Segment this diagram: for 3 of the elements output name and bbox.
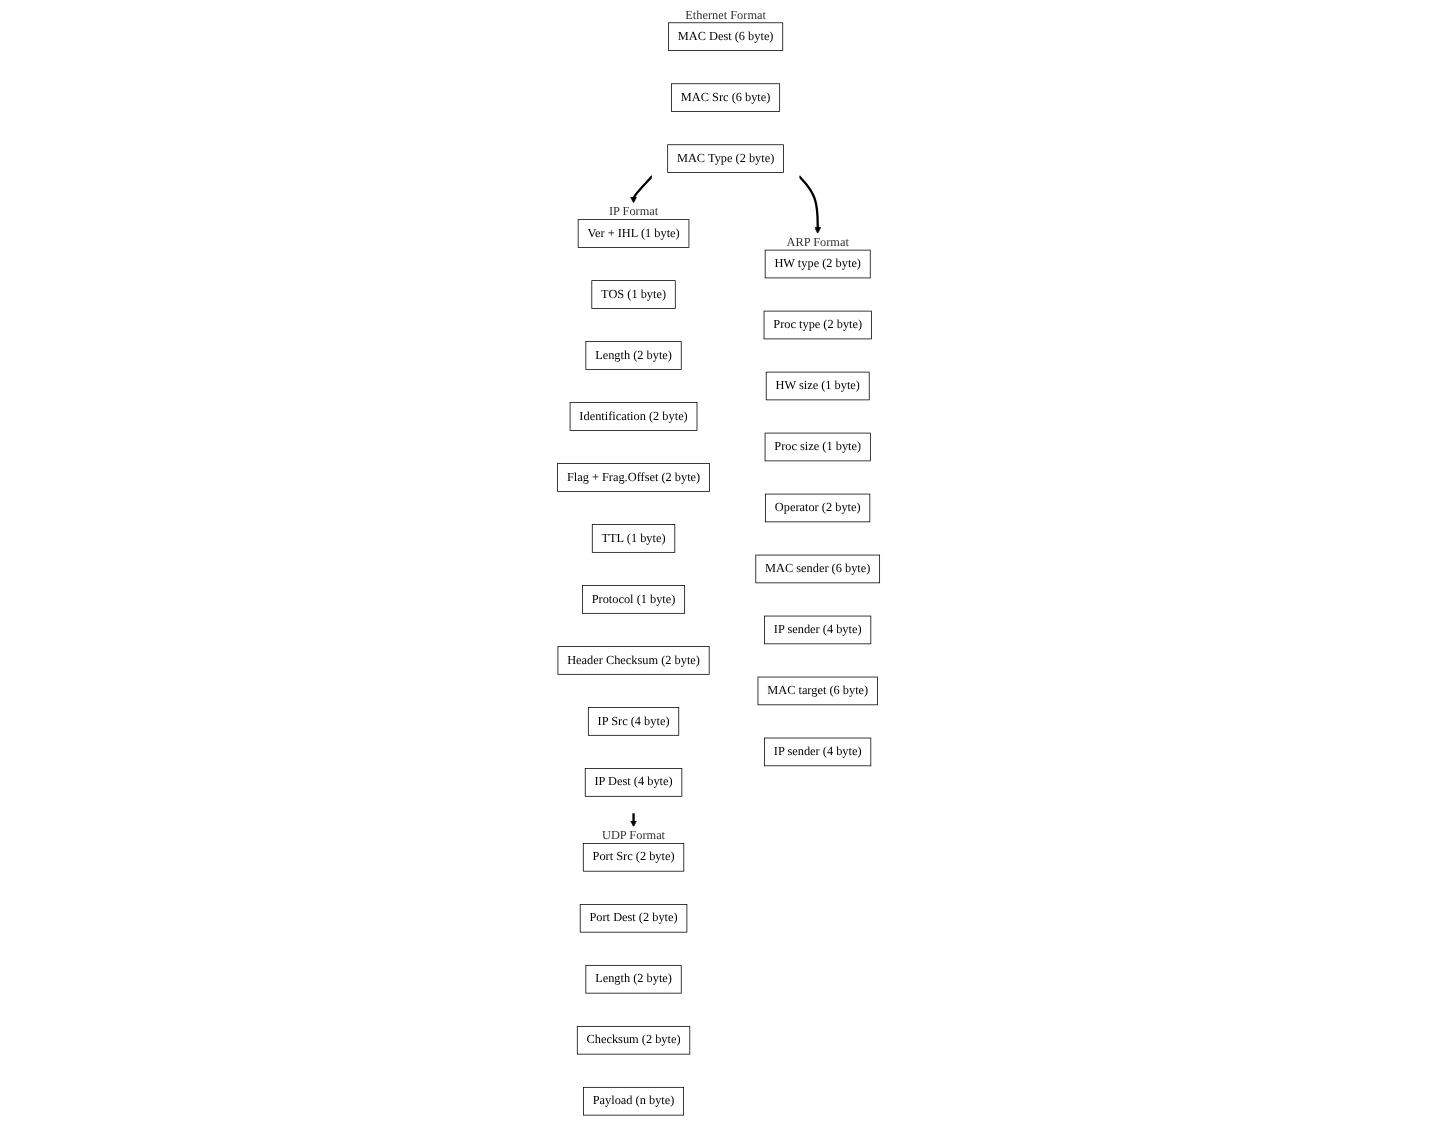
- arrow: [630, 812, 638, 828]
- arrow: [630, 175, 654, 204]
- arrow: [798, 175, 822, 234]
